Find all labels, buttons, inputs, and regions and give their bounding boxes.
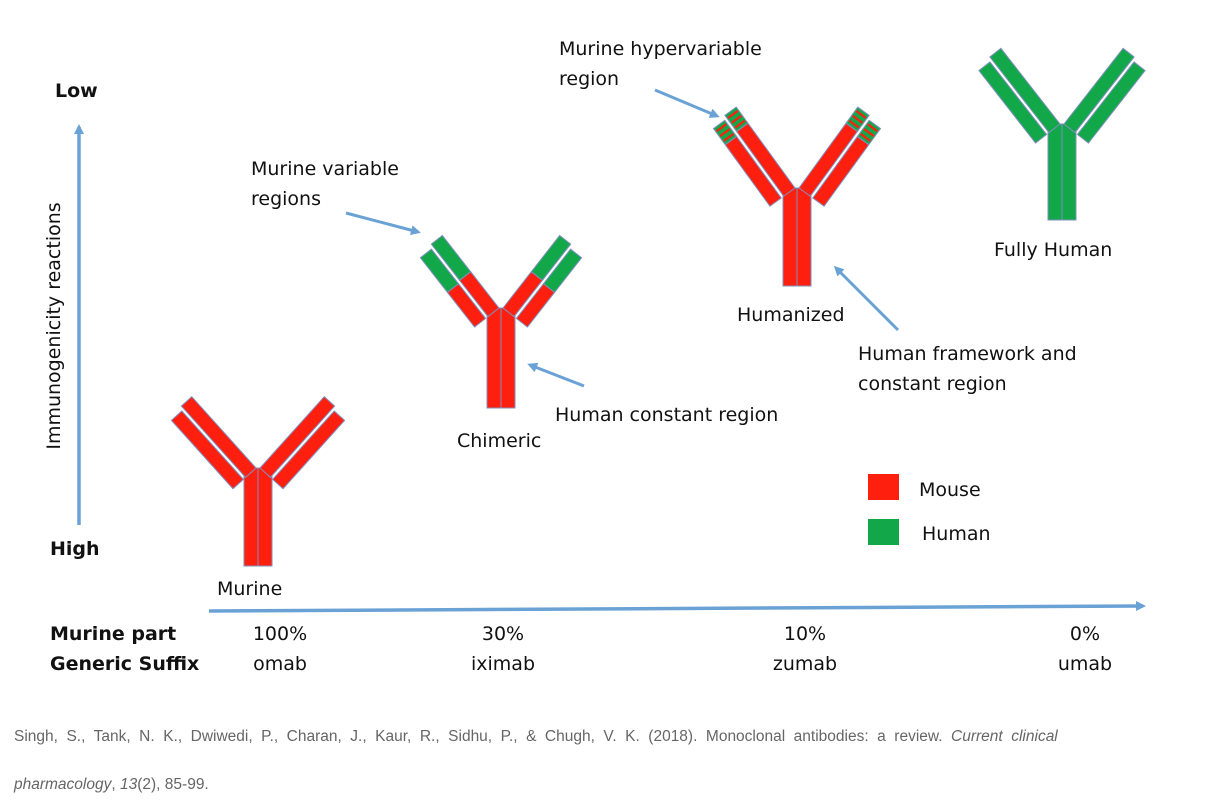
antibody-murine [170, 395, 346, 567]
citation-issue-pages: (2), 85-99. [137, 776, 209, 793]
antibody-label-fully-human: Fully Human [994, 239, 1112, 261]
legend-swatch-human [868, 519, 899, 545]
antibody-label-murine: Murine [217, 578, 282, 600]
annotation-murine-hypervariable-line2: region [559, 68, 619, 90]
heavy-chain-stem [500, 307, 516, 409]
citation-volume: 13 [119, 776, 138, 793]
antibody-arm-segment [978, 61, 1048, 144]
constant-region-segment [502, 271, 544, 318]
column-percent: 0% [1070, 623, 1100, 645]
hypervariable-stripe [723, 132, 735, 142]
column-suffix: omab [253, 653, 307, 675]
row-label-murine-part: Murine part [50, 623, 176, 645]
constant-region-segment [458, 271, 500, 318]
annotation-murine-hypervariable-line1: Murine hypervariable [559, 38, 762, 60]
column-suffix: zumab [773, 653, 837, 675]
hypervariable-stripe [855, 110, 867, 119]
antibody-chimeric [419, 234, 583, 409]
hypervariable-stripe [716, 123, 728, 133]
citation-line-1: Singh, S., Tank, N. K., Dwiwedi, P., Cha… [14, 728, 1199, 746]
hypervariable-stripe [730, 114, 742, 124]
hypervariable-stripe [734, 119, 746, 129]
heavy-chain-stem [796, 187, 812, 287]
antibody-label-chimeric: Chimeric [457, 430, 541, 452]
row-label-generic-suffix: Generic Suffix [50, 653, 199, 675]
heavy-chain-stem [243, 467, 259, 567]
constant-region-segment [812, 135, 870, 207]
antibody-arm-segment [180, 395, 257, 479]
legend-swatch-mouse [868, 474, 899, 500]
hypervariable-stripe [863, 128, 875, 137]
antibody-label-humanized: Humanized [737, 304, 845, 326]
annotation-arrow-murine-hypervariable [654, 88, 720, 118]
y-axis-title: Immunogenicity reactions [43, 202, 65, 449]
x-axis-arrow [208, 601, 1146, 613]
citation-journal-part1: Current clinical [951, 728, 1058, 745]
column-suffix: umab [1058, 653, 1112, 675]
citation-authors: Singh, S., Tank, N. K., Dwiwedi, P., Cha… [14, 728, 952, 745]
citation-line-2: pharmacology, 13(2), 85-99. [14, 776, 1199, 794]
hypervariable-stripe [852, 114, 864, 124]
y-axis-top-label: Low [55, 80, 98, 102]
constant-region-segment [724, 135, 782, 207]
constant-region-segment [446, 283, 487, 328]
citation-separator: , [111, 776, 120, 793]
legend-label-mouse: Mouse [919, 479, 981, 501]
hypervariable-stripe [859, 132, 871, 142]
column-suffix: iximab [471, 653, 535, 675]
citation-journal-part2: pharmacology [14, 776, 112, 793]
heavy-chain-stem [257, 467, 273, 567]
annotation-human-framework-line1: Human framework and [858, 343, 1077, 365]
column-percent: 100% [253, 623, 307, 645]
hypervariable-stripe [848, 119, 860, 129]
heavy-chain-stem [486, 307, 502, 409]
antibody-arm-segment [271, 410, 346, 490]
antibody-arm-segment [989, 47, 1061, 134]
antibody-arm-segment [170, 410, 245, 490]
annotation-arrow-human-framework [833, 265, 900, 332]
antibody-arm-segment [259, 395, 336, 479]
legend-label-human: Human [922, 523, 991, 545]
annotation-arrow-human-constant [527, 362, 585, 388]
heavy-chain-stem [782, 187, 798, 287]
annotation-arrow-murine-variable [345, 211, 421, 236]
constant-region-segment [515, 283, 556, 328]
antibody-fully-human [978, 47, 1146, 221]
annotation-murine-variable-line2: regions [251, 188, 321, 210]
constant-region-segment [798, 122, 859, 197]
annotation-human-framework-line2: constant region [858, 373, 1007, 395]
antibody-arm-segment [1076, 61, 1146, 144]
hypervariable-stripe [719, 128, 731, 137]
antibody-humanized [712, 106, 882, 287]
constant-region-segment [735, 122, 796, 197]
annotation-human-constant: Human constant region [555, 404, 778, 426]
column-percent: 10% [784, 623, 826, 645]
heavy-chain-stem [1047, 123, 1063, 221]
annotation-murine-variable-line1: Murine variable [251, 158, 399, 180]
y-axis-bottom-label: High [50, 538, 100, 560]
heavy-chain-stem [1061, 123, 1077, 221]
column-percent: 30% [482, 623, 524, 645]
hypervariable-stripe [727, 110, 739, 119]
antibody-diagram: Low High Immunogenicity reactions Murine… [43, 38, 1146, 675]
hypervariable-stripe [866, 123, 878, 133]
antibody-arm-segment [1063, 47, 1135, 134]
